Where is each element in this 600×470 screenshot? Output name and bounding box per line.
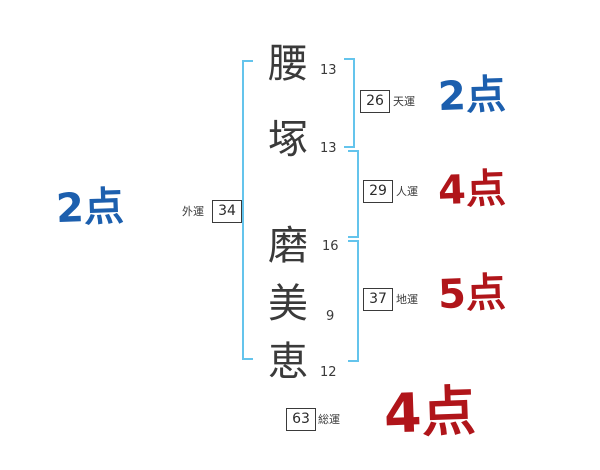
chi-label: 地運 <box>396 293 418 306</box>
stroke-count-1: 13 <box>320 63 337 78</box>
gai-value-box: 34 <box>212 200 242 223</box>
stroke-count-2: 13 <box>320 141 337 156</box>
name-char-4: 美 <box>268 281 308 327</box>
name-char-1: 腰 <box>268 41 308 87</box>
name-char-2: 塚 <box>268 117 308 163</box>
sou-score: 4点 <box>382 379 477 446</box>
stroke-count-4: 9 <box>326 309 335 324</box>
sou-label: 総運 <box>318 413 340 426</box>
ten-value-box: 26 <box>360 90 390 113</box>
ten-score: 2点 <box>437 71 507 121</box>
bracket-jin <box>348 150 359 238</box>
bracket-chi <box>348 240 359 362</box>
jin-score: 4点 <box>437 165 507 215</box>
stroke-count-5: 12 <box>320 365 337 380</box>
name-char-3: 磨 <box>268 223 308 269</box>
gai-label: 外運 <box>182 205 204 218</box>
bracket-gai <box>242 60 253 360</box>
name-char-5: 恵 <box>268 339 308 385</box>
ten-label: 天運 <box>393 95 415 108</box>
jin-label: 人運 <box>396 185 418 198</box>
bracket-ten <box>344 58 355 148</box>
chi-value-box: 37 <box>363 288 393 311</box>
stroke-count-3: 16 <box>322 239 339 254</box>
chi-score: 5点 <box>437 269 507 319</box>
jin-value-box: 29 <box>363 180 393 203</box>
gai-score: 2点 <box>55 183 125 233</box>
sou-value-box: 63 <box>286 408 316 431</box>
